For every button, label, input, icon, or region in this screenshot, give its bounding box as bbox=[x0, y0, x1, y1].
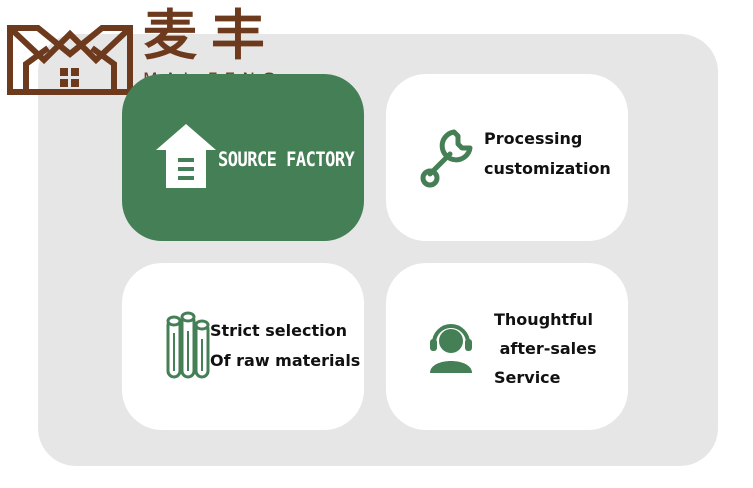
logo-chinese-text: 麦丰 bbox=[143, 4, 279, 67]
wrench-icon bbox=[420, 129, 473, 188]
headset-icon bbox=[430, 324, 472, 373]
card-label: Thoughtful after-sales Service bbox=[494, 305, 597, 392]
logs-icon bbox=[166, 311, 210, 379]
card-label-line: Thoughtful bbox=[494, 310, 594, 329]
house-icon bbox=[156, 124, 216, 188]
card-label-line: Processing bbox=[484, 129, 583, 148]
card-label: SOURCE FACTORY bbox=[218, 148, 355, 172]
card-label-line: Of raw materials bbox=[210, 351, 361, 370]
card-label-line: after-sales bbox=[494, 339, 597, 358]
card-label: Processing customization bbox=[484, 124, 611, 184]
house-logo-icon bbox=[7, 25, 133, 95]
card-label: Strict selection Of raw materials bbox=[210, 316, 360, 376]
card-raw-materials: Strict selection Of raw materials bbox=[122, 263, 364, 430]
card-label-line: Strict selection bbox=[210, 321, 347, 340]
card-processing-customization: Processing customization bbox=[386, 74, 628, 241]
card-source-factory: SOURCE FACTORY bbox=[122, 74, 364, 241]
card-label-line: Service bbox=[494, 368, 561, 387]
card-label-line: customization bbox=[484, 159, 611, 178]
card-after-sales-service: Thoughtful after-sales Service bbox=[386, 263, 628, 430]
